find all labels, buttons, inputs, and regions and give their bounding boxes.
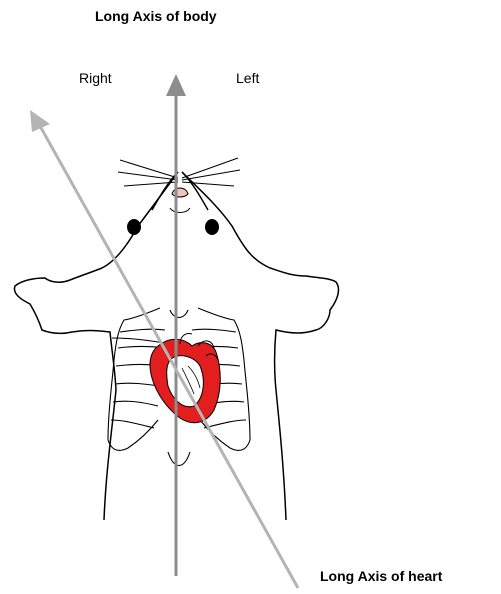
heart-illustration <box>150 333 220 422</box>
mouse-left-eye <box>205 219 219 235</box>
mouse-right-eye <box>127 219 141 235</box>
mouse-mouth <box>170 208 190 213</box>
mouse-whiskers <box>118 158 240 186</box>
body-axis-arrow <box>166 74 186 576</box>
heart-axis-arrow <box>30 110 298 588</box>
mouse-nose <box>172 188 188 197</box>
